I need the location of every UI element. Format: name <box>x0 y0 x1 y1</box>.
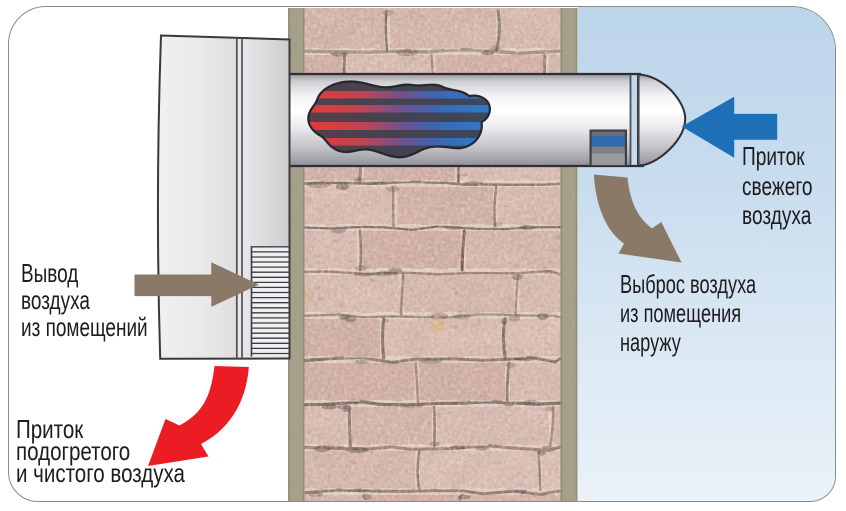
duct-exhaust-vent <box>589 129 627 166</box>
label-line: Вывод <box>20 258 79 289</box>
heat-exchanger-blob <box>307 80 491 159</box>
label-line: свежего <box>741 170 813 201</box>
label-line: наружу <box>619 327 681 358</box>
exhaust-outside-arrow <box>593 174 682 263</box>
label-line: Приток <box>15 413 84 444</box>
label-fresh-air-intake: Приток свежего воздуха <box>742 142 813 231</box>
duct-nose-cap <box>637 73 687 167</box>
label-exhaust-from-rooms: Вывод воздуха из помещений <box>21 260 148 341</box>
label-exhaust-to-outside: Выброс воздуха из помещения наружу <box>620 270 756 357</box>
label-line: подогретого <box>15 435 131 466</box>
label-heated-clean-supply: Приток подогретого и чистого воздуха <box>15 413 185 488</box>
label-line: Приток <box>741 141 805 172</box>
heated-supply-arrow <box>148 366 249 466</box>
fresh-intake-arrow <box>681 96 778 158</box>
grille-slats <box>251 246 289 355</box>
label-line: воздуха <box>20 285 90 316</box>
exhaust-from-rooms-arrow <box>134 262 259 307</box>
label-line: из помещения <box>619 298 741 329</box>
unit-air-grille <box>250 246 289 357</box>
label-line: Выброс воздуха <box>619 269 756 300</box>
label-line: воздуха <box>741 200 811 231</box>
label-line: и чистого воздуха <box>15 457 185 488</box>
label-line: из помещений <box>20 312 148 343</box>
